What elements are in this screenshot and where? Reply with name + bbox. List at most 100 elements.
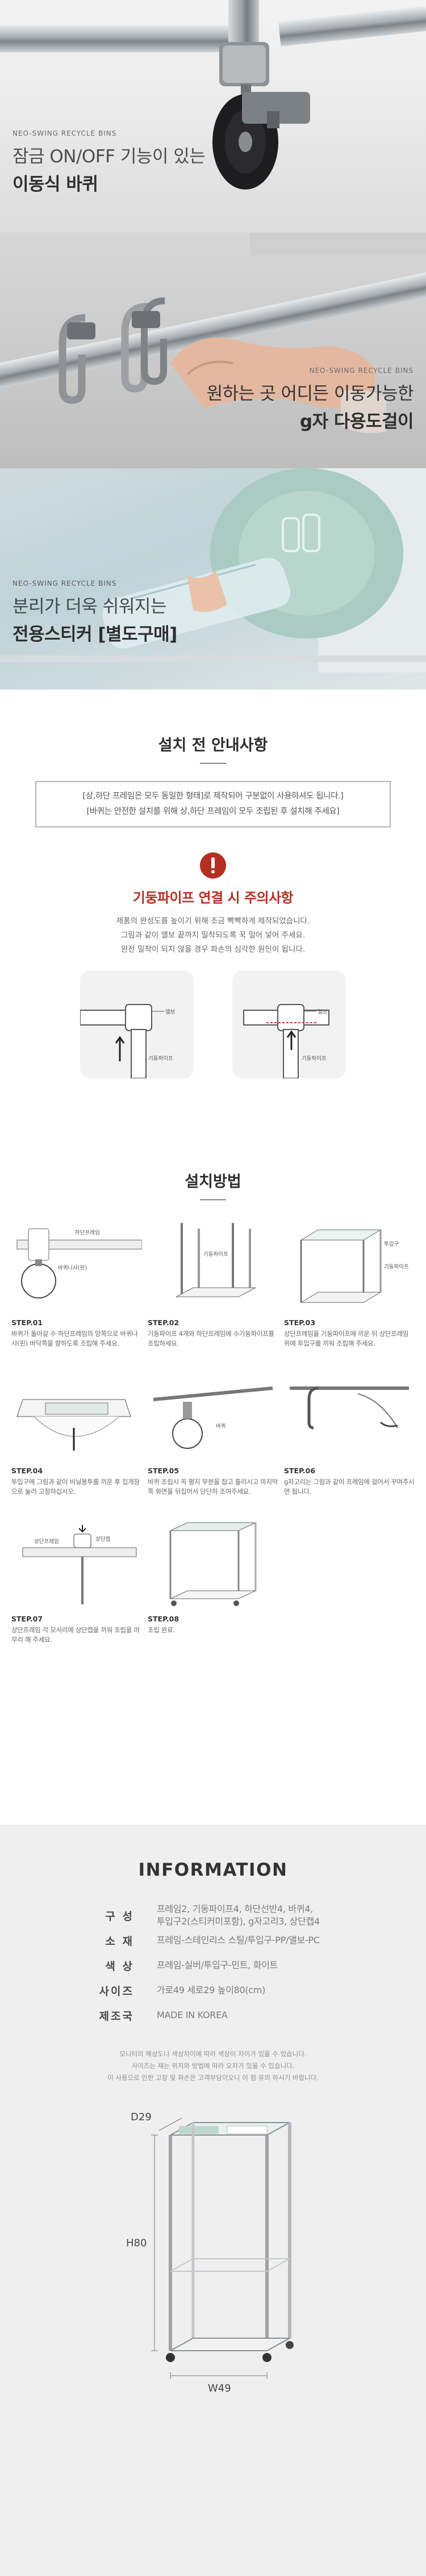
preinstall-title: 설치 전 안내사항 <box>158 737 268 754</box>
wheel-label: 바퀴 <box>216 1423 225 1430</box>
step-1-desc: 바퀴가 돌아갈 수 하단프레임의 앙쪽으로 바퀴나사(핀) 바닥쪽을 향하도록 … <box>11 1330 138 1347</box>
preinstall-section: 설치 전 안내사항 [상,하단 프레임은 모두 동일한 형태]로 제작되어 구분… <box>0 690 426 1078</box>
spec-table: 구 성 프레임2, 기둥파이프4, 하단선반4, 바퀴4, 투입구2(스티커미포… <box>91 1903 386 2028</box>
pipe-label: 기둥파이프 <box>148 1056 173 1062</box>
spec-key: 사이즈 <box>99 1985 134 1998</box>
spec-value: 가로49 세로29 높이80(cm) <box>157 1985 266 1995</box>
warning-icon <box>200 852 226 879</box>
inlet-label: 투입구 <box>384 1241 399 1247</box>
feature-hook-line2: g자 다용도걸이 <box>299 411 414 432</box>
brand-tag: NEO-SWING RECYCLE BINS <box>12 579 117 587</box>
title-divider <box>200 763 226 764</box>
brand-tag: NEO-SWING RECYCLE BINS <box>12 129 117 137</box>
top-cap-label: 상단캡 <box>95 1536 110 1543</box>
feature-wheel-caption: NEO-SWING RECYCLE BINS 잠금 ON/OFF 기능이 있는 … <box>12 129 206 195</box>
pillar-label: 기둥파이프 <box>384 1264 409 1270</box>
title-divider <box>200 1199 226 1200</box>
step-card-5: 바퀴 STEP.05 바퀴 조립시 꼭 평지 부분을 잡고 틀리시고 마지막쪽 … <box>148 1365 278 1497</box>
warning-line-2: 그림과 같이 앨보 끝까지 밀착되도록 꾹 밀어 넣어 주세요. <box>120 931 306 940</box>
step-card-6: STEP.06 g자고리는 그림과 같이 프레임에 걸어서 꾸며주시면 됩니다. <box>284 1365 415 1497</box>
step-4-label: STEP.04 <box>11 1466 43 1475</box>
joint-diagram-row: 앨보 기둥파이프 앨보 기둥파이프 <box>0 970 426 1078</box>
install-title: 설치방법 <box>185 1173 241 1191</box>
feature-wheel-section: NEO-SWING RECYCLE BINS 잠금 ON/OFF 기능이 있는 … <box>0 0 426 233</box>
step-8-desc: 조립 완료. <box>148 1626 175 1634</box>
step-2-diagram: 기둥파이프 <box>148 1217 278 1314</box>
feature-sticker-caption: NEO-SWING RECYCLE BINS 분리가 더욱 쉬워지는 전용스티커… <box>12 579 177 645</box>
step-5-diagram: 바퀴 <box>148 1365 278 1462</box>
step-3-desc: 상단프레임을 기둥파이프에 끼운 뒤 상단프레임 위에 투입구를 끼워 조립해 … <box>284 1330 409 1347</box>
step-card-4: STEP.04 투입구에 그림과 같이 비닐봉투를 끼운 후 집게장으로 눌러 … <box>11 1365 142 1497</box>
spec-key: 소 재 <box>105 1935 134 1948</box>
wheel-screw-label: 바퀴나사(핀) <box>58 1265 87 1271</box>
feature-hook-line1: 원하는 곳 어디든 이동가능한 <box>206 384 414 404</box>
information-section: INFORMATION 구 성 프레임2, 기둥파이프4, 하단선반4, 바퀴4… <box>0 1825 426 2576</box>
step-7-desc: 상단프레임 각 모서리에 상단캡을 끼워 조립을 마무리 해 주세요. <box>11 1626 140 1644</box>
step-7-diagram: 상단캡 상단프레임 <box>11 1514 142 1610</box>
step-6-label: STEP.06 <box>284 1466 316 1475</box>
feature-sticker-section: NEO-SWING RECYCLE BINS 분리가 더욱 쉬워지는 전용스티커… <box>0 468 426 690</box>
spec-key: 색 상 <box>105 1960 134 1973</box>
joint-diagram-correct: 앨보 기둥파이프 <box>80 970 194 1078</box>
spec-value: MADE IN KOREA <box>157 2010 228 2020</box>
dimension-diagram: D29 H80 W49 <box>0 2101 426 2441</box>
elbow-label: 앨보 <box>165 1009 176 1015</box>
step-4-diagram <box>11 1365 142 1462</box>
step-6-desc: g자고리는 그림과 같이 프레임에 걸어서 꾸며주시면 됩니다. <box>284 1478 415 1495</box>
step-5-label: STEP.05 <box>148 1466 179 1475</box>
install-steps-grid: 바퀴나사(핀) 하단프레임 STEP.01 바퀴가 돌아갈 수 하단프레임의 앙… <box>11 1217 415 1645</box>
disclaimer-line: 사이즈는 재는 위치와 방법에 따라 오차가 있을 수 있습니다. <box>131 2062 295 2070</box>
install-section: 설치방법 바퀴나사(핀) 하단프레임 STEP.01 바퀴가 돌아갈 수 하단프… <box>0 1169 426 1645</box>
spec-value: 프레임-스테인리스 스틸/투입구-PP/앨보-PC <box>157 1935 320 1945</box>
information-title: INFORMATION <box>138 1860 288 1880</box>
pillar-label: 기둥파이프 <box>203 1251 228 1258</box>
step-2-label: STEP.02 <box>148 1318 179 1327</box>
spec-key: 제조국 <box>99 2010 134 2023</box>
upper-frame-label: 상단프레임 <box>34 1538 59 1545</box>
warning-title: 기둥파이프 연결 시 주의사항 <box>132 890 294 906</box>
step-8-label: STEP.08 <box>148 1615 179 1623</box>
lower-frame-label: 하단프레임 <box>75 1229 100 1236</box>
spec-key: 구 성 <box>105 1910 134 1923</box>
step-4-desc: 투입구에 그림과 같이 비닐봉투를 끼운 후 집게장으로 눌러 고정하십시오. <box>11 1478 140 1495</box>
warning-line-3: 완전 밀착이 되지 않을 경우 파손의 심각한 원인이 됩니다. <box>120 945 306 954</box>
step-1-diagram: 바퀴나사(핀) 하단프레임 <box>11 1217 143 1314</box>
spec-value: 프레임2, 기둥파이프4, 하단선반4, 바퀴4, 투입구2(스티커미포함), … <box>157 1903 320 1928</box>
spec-row-color: 색 상 프레임-실버/투입구-민트, 화이트 <box>91 1953 386 1978</box>
feature-sticker-line1: 분리가 더욱 쉬워지는 <box>12 596 166 617</box>
step-6-diagram <box>284 1365 415 1462</box>
spec-value: 프레임-실버/투입구-민트, 화이트 <box>157 1960 278 1970</box>
disclaimer-note: 모니터의 해상도나 색상차이에 따라 색상이 차이가 있을 수 있습니다. 사이… <box>0 2048 426 2084</box>
step-7-label: STEP.07 <box>11 1615 43 1623</box>
preinstall-notice: [상,하단 프레임은 모두 동일한 형태]로 제작되어 구분없이 사용하셔도 됩… <box>35 781 391 827</box>
height-label: H80 <box>126 2237 147 2249</box>
notice-line-2: [바퀴는 안전한 설치를 위해 상,하단 프레임이 모두 조립된 후 설치해 주… <box>86 807 340 816</box>
feature-hook-section: NEO-SWING RECYCLE BINS 원하는 곳 어디든 이동가능한 g… <box>0 233 426 468</box>
spec-row-size: 사이즈 가로49 세로29 높이80(cm) <box>91 1978 386 2003</box>
spec-row-origin: 제조국 MADE IN KOREA <box>91 2003 386 2028</box>
joint-diagram-pipe: 앨보 기둥파이프 <box>232 970 346 1078</box>
disclaimer-line: 모니터의 해상도나 색상차이에 따라 색상이 차이가 있을 수 있습니다. <box>119 2050 307 2058</box>
spec-row-components: 구 성 프레임2, 기둥파이프4, 하단선반4, 바퀴4, 투입구2(스티커미포… <box>91 1903 386 1928</box>
width-label: W49 <box>208 2382 231 2394</box>
depth-label: D29 <box>131 2111 152 2123</box>
step-card-3: 투입구 기둥파이프 STEP.03 상단프레임을 기둥파이프에 끼운 뒤 상단프… <box>284 1217 415 1348</box>
step-8-diagram <box>148 1514 278 1610</box>
step-5-desc: 바퀴 조립시 꼭 평지 부분을 잡고 틀리시고 마지막쪽 화면을 뒤집어서 단단… <box>148 1478 278 1495</box>
pipe-label: 기둥파이프 <box>302 1056 327 1062</box>
elbow-label: 앨보 <box>318 1009 328 1015</box>
step-3-label: STEP.03 <box>284 1318 316 1327</box>
spec-row-material: 소 재 프레임-스테인리스 스틸/투입구-PP/앨보-PC <box>91 1928 386 1953</box>
warning-line-1: 제품의 완성도를 높이기 위해 조금 빡빡하게 제작되었습니다. <box>116 917 310 926</box>
step-2-desc: 기둥파이프 4개와 하단프레임에 수기둥파이프를 조립하세요. <box>148 1330 274 1347</box>
step-card-2: 기둥파이프 STEP.02 기둥파이프 4개와 하단프레임에 수기둥파이프를 조… <box>148 1217 278 1348</box>
step-card-1: 바퀴나사(핀) 하단프레임 STEP.01 바퀴가 돌아갈 수 하단프레임의 앙… <box>11 1217 143 1348</box>
sticker-photo <box>0 468 426 673</box>
step-card-8: STEP.08 조립 완료. <box>148 1514 278 1645</box>
step-3-diagram: 투입구 기둥파이프 <box>284 1217 415 1314</box>
wheel-photo <box>0 0 426 190</box>
warning-body: 제품의 완성도를 높이기 위해 조금 빡빡하게 제작되었습니다. 그림과 같이 … <box>0 914 426 957</box>
brand-tag: NEO-SWING RECYCLE BINS <box>309 367 414 375</box>
disclaimer-line: 이 사용으로 인한 고장 및 파손은 고객부담이오니 이 점 유의 하시기 바랍… <box>107 2074 319 2082</box>
